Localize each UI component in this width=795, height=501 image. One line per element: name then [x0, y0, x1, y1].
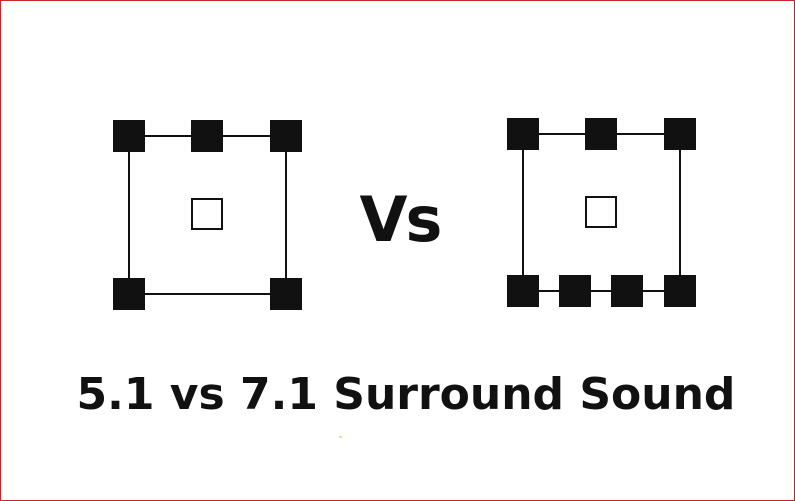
subwoofer-5-1: [191, 198, 223, 230]
artifact-speck: [339, 436, 342, 438]
speaker-rear-left: [507, 275, 539, 307]
speaker-front-left: [507, 118, 539, 150]
speaker-center: [585, 118, 617, 150]
layout-5-1: [113, 120, 302, 310]
speaker-center: [191, 120, 223, 152]
speaker-front-right: [664, 118, 696, 150]
speaker-rear-center-right: [611, 275, 643, 307]
speaker-rear-center-left: [559, 275, 591, 307]
vs-label: Vs: [359, 183, 443, 256]
speaker-rear-right: [270, 278, 302, 310]
caption-title: 5.1 vs 7.1 Surround Sound: [76, 369, 736, 420]
speaker-front-right: [270, 120, 302, 152]
speaker-front-left: [113, 120, 145, 152]
subwoofer-7-1: [585, 196, 617, 228]
speaker-rear-left: [113, 278, 145, 310]
speaker-rear-right: [664, 275, 696, 307]
layout-7-1: [507, 118, 696, 307]
